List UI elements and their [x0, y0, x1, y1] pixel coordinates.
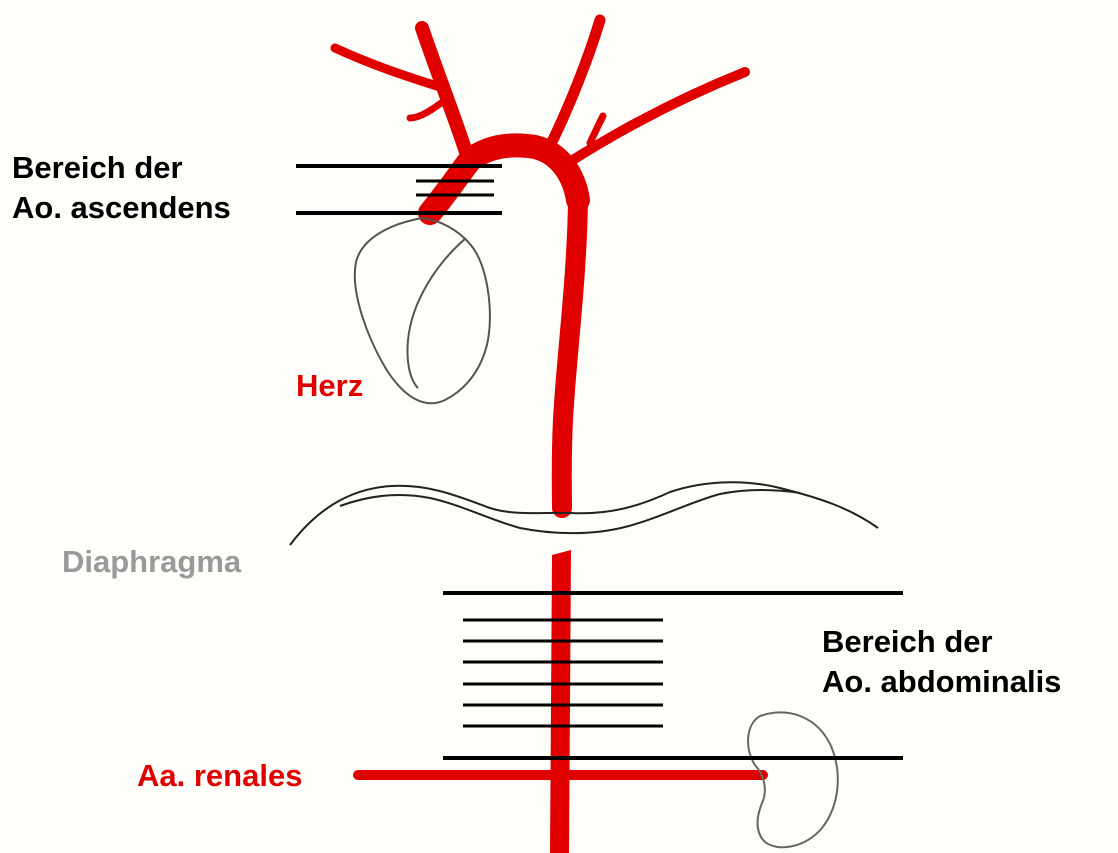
label-abdominalis: Bereich der Ao. abdominalis — [822, 622, 1061, 702]
heart-outer-contour — [355, 218, 490, 403]
label-abdominalis-line2: Ao. abdominalis — [822, 662, 1061, 702]
abdominal-aorta — [550, 550, 571, 853]
label-ascendens-line1: Bereich der — [12, 148, 231, 188]
ascending-aorta — [430, 145, 578, 213]
label-abdominalis-line1: Bereich der — [822, 622, 1061, 662]
heart-outline — [355, 218, 490, 403]
brachiocephalic-trunk — [422, 28, 468, 158]
descending-aorta-thoracic — [562, 200, 578, 508]
aorta-upper — [335, 20, 745, 508]
left-subclavian-artery — [568, 72, 745, 163]
diaphragm — [290, 482, 878, 545]
aorta-lower — [358, 550, 763, 853]
label-ascendens: Bereich der Ao. ascendens — [12, 148, 231, 228]
label-herz: Herz — [296, 366, 363, 406]
label-renales: Aa. renales — [137, 756, 302, 796]
label-ascendens-line2: Ao. ascendens — [12, 188, 231, 228]
heart-septum — [407, 238, 466, 388]
right-carotid-branch — [410, 98, 448, 118]
label-diaphragma: Diaphragma — [62, 542, 241, 582]
